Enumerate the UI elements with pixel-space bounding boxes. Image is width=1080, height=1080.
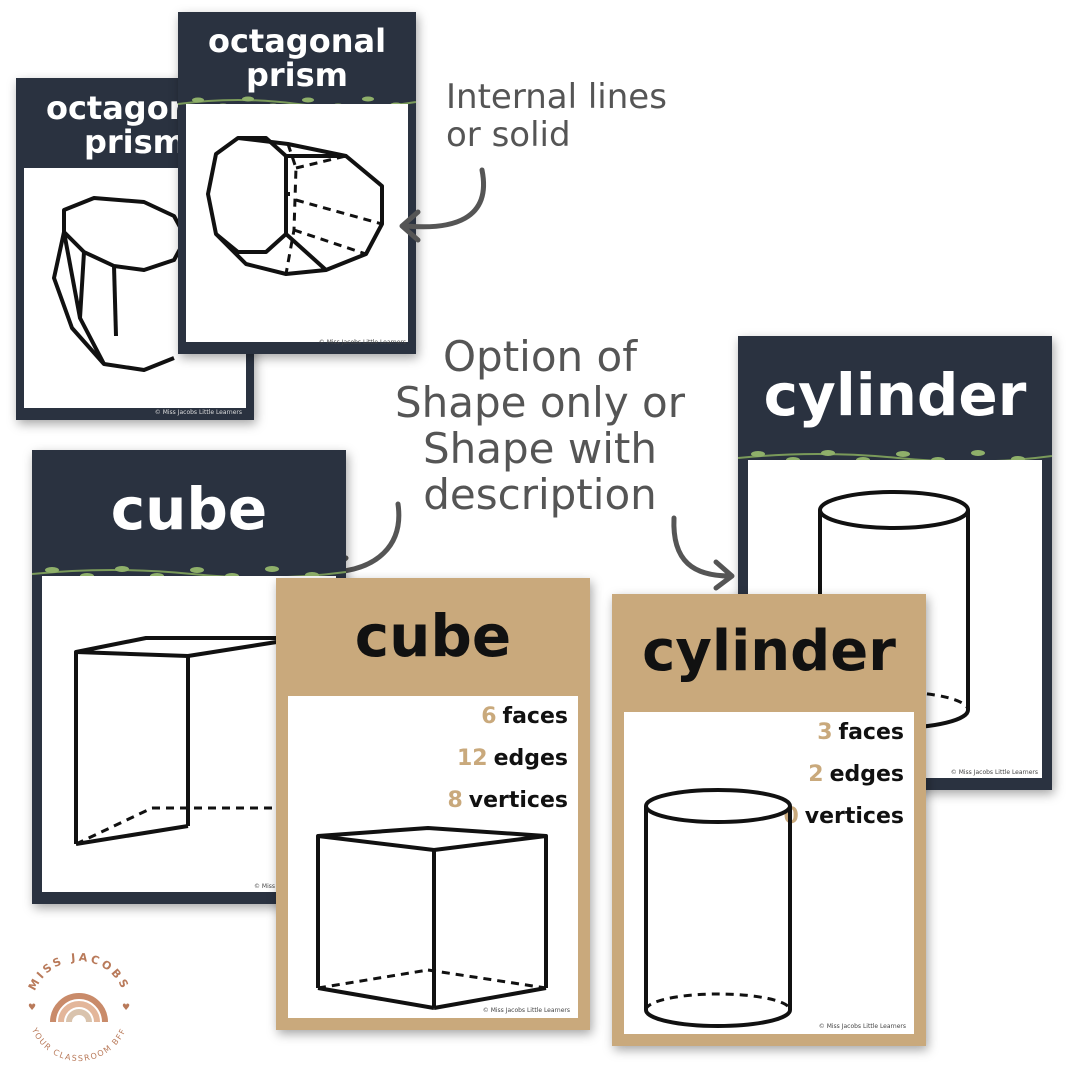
logo-bottom-text: YOUR CLASSROOM BFF — [30, 1026, 127, 1064]
svg-text:YOUR CLASSROOM BFF: YOUR CLASSROOM BFF — [30, 1026, 128, 1064]
card-title: cylinder — [642, 618, 896, 684]
rainbow-icon — [50, 993, 108, 1023]
curved-arrow-icon — [399, 167, 486, 243]
curved-arrow-right-icon — [671, 515, 735, 591]
credit-text: © Miss Jacobs Little Learners — [818, 1023, 906, 1030]
internal-lines-note: Internal lines or solid — [446, 77, 667, 155]
cube-illustration — [316, 826, 548, 1010]
miss-jacobs-logo: MISS JACOBS YOUR CLASSROOM BFF ♥ ♥ — [26, 951, 132, 1064]
card-title: octagonal prism — [207, 22, 387, 94]
octagonal-prism-dashed-illustration — [206, 136, 384, 276]
credit-text: © Miss Jacobs Little Learners — [950, 769, 1038, 776]
octagonal-prism-card-internal-lines: octagonal prism © — [178, 12, 416, 354]
octagonal-prism-solid-illustration — [52, 196, 188, 372]
credit-text: © Miss Jacobs Little Learners — [482, 1007, 570, 1014]
credit-text: © Miss Jacobs Little Learners — [318, 339, 406, 346]
credit-text: © Miss Jacobs Little Learners — [154, 409, 242, 416]
card-title: cube — [110, 474, 268, 543]
svg-text:MISS JACOBS: MISS JACOBS — [26, 951, 132, 993]
card-title: cylinder — [763, 360, 1027, 429]
card-panel — [186, 104, 408, 342]
cylinder-illustration — [644, 788, 792, 1028]
card-title: cube — [354, 601, 512, 670]
svg-text:♥: ♥ — [28, 1003, 36, 1013]
credit-text: © Miss — [254, 883, 276, 890]
option-note: Option of Shape only or Shape with descr… — [394, 332, 686, 519]
svg-text:♥: ♥ — [122, 1003, 130, 1013]
logo-top-text: MISS JACOBS — [26, 951, 129, 993]
